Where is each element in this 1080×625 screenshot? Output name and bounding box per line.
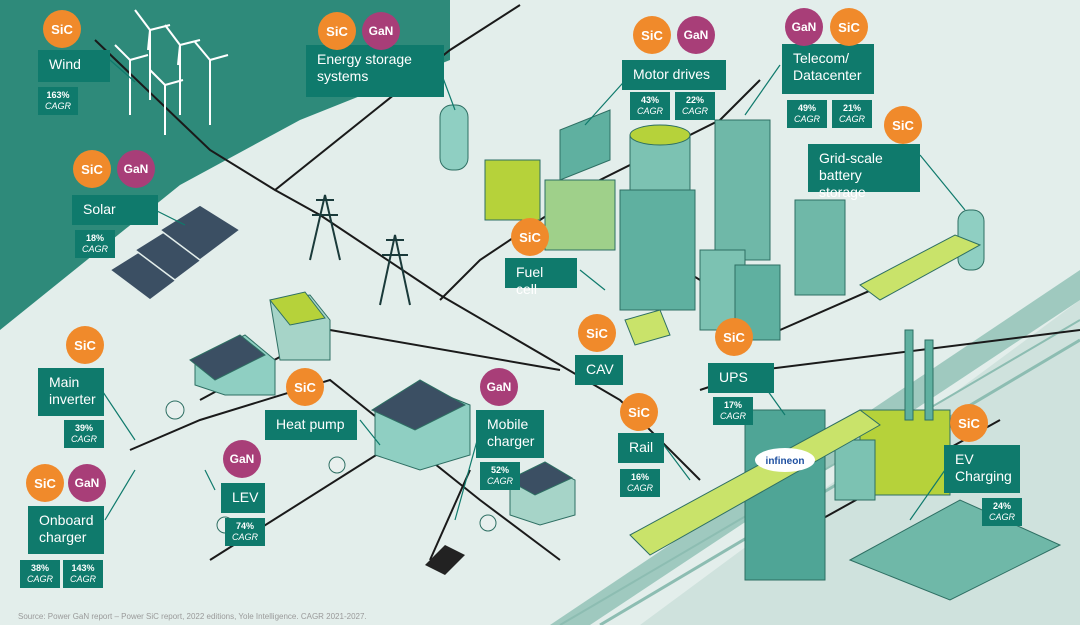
cagr-unit: CAGR <box>719 411 746 421</box>
cagr-unit: CAGR <box>486 476 513 486</box>
source-note: Source: Power GaN report – Power SiC rep… <box>18 612 367 621</box>
onboard-charger-cagr-box: 143%CAGR <box>63 560 103 588</box>
motor-drives-cagr-box: 43%CAGR <box>630 92 670 120</box>
cagr-unit: CAGR <box>626 483 653 493</box>
cagr-unit: CAGR <box>70 434 97 444</box>
energy-storage-gan-badge: GaN <box>362 12 400 50</box>
onboard-charger-gan-badge: GaN <box>68 464 106 502</box>
telecom-sic-badge: SiC <box>830 8 868 46</box>
ups-cagr-value: 17% <box>723 400 742 410</box>
cav-label: CAV <box>575 355 623 385</box>
energy-storage-label: Energy storage systems <box>306 45 444 97</box>
lev-label: LEV <box>221 483 265 513</box>
wind-cagr-box: 163%CAGR <box>38 87 78 115</box>
cagr-unit: CAGR <box>793 114 820 124</box>
motor-drives-cagr-value: 22% <box>685 95 704 105</box>
ups-label: UPS <box>708 363 774 393</box>
infineon-logo-text: infineon <box>766 456 805 467</box>
ups-cagr-box: 17%CAGR <box>713 397 753 425</box>
power-pylons <box>309 194 411 306</box>
mobile-charger-label: Mobile charger <box>476 410 544 458</box>
bus <box>624 309 671 346</box>
city-buildings <box>484 109 951 581</box>
motor-drives-gan-badge: GaN <box>677 16 715 54</box>
cagr-unit: CAGR <box>231 532 258 542</box>
telecom-cagr-value: 21% <box>842 103 861 113</box>
lev-gan-badge: GaN <box>223 440 261 478</box>
main-inverter-sic-badge: SiC <box>66 326 104 364</box>
infineon-logo <box>755 448 815 472</box>
lev-cagr-box: 74%CAGR <box>225 518 265 546</box>
solar-panels <box>108 204 242 301</box>
motor-drives-label: Motor drives <box>622 60 726 90</box>
solar-cagr-box: 18%CAGR <box>75 230 115 258</box>
cagr-unit: CAGR <box>69 574 96 584</box>
telecom-label: Telecom/ Datacenter <box>782 44 874 94</box>
onboard-charger-cagr-value: 143% <box>71 563 95 573</box>
onboard-charger-cagr-box: 38%CAGR <box>20 560 60 588</box>
wind-turbines <box>114 9 229 135</box>
wind-sic-badge: SiC <box>43 10 81 48</box>
grid-battery-label: Grid-scale battery storage <box>808 144 920 200</box>
onboard-charger-sic-badge: SiC <box>26 464 64 502</box>
ev-charging-sic-badge: SiC <box>950 404 988 442</box>
rail-cagr-box: 16%CAGR <box>620 469 660 497</box>
mobile-charger-gan-badge: GaN <box>480 368 518 406</box>
wind-cagr-value: 163% <box>46 90 70 100</box>
cagr-unit: CAGR <box>838 114 865 124</box>
wind-label: Wind <box>38 50 110 82</box>
rail-sic-badge: SiC <box>620 393 658 431</box>
rail-label: Rail <box>618 433 664 463</box>
storage-tank <box>439 104 469 171</box>
onboard-charger-label: Onboard charger <box>28 506 104 554</box>
heat-pump-sic-badge: SiC <box>286 368 324 406</box>
cagr-unit: CAGR <box>636 106 663 116</box>
solar-gan-badge: GaN <box>117 150 155 188</box>
cagr-unit: CAGR <box>26 574 53 584</box>
solar-label: Solar <box>72 195 158 225</box>
heat-pump-label: Heat pump <box>265 410 357 440</box>
cav-sic-badge: SiC <box>578 314 616 352</box>
mobile-charger-cagr-box: 52%CAGR <box>480 462 520 490</box>
tram <box>859 234 982 301</box>
laptop-icon <box>425 545 465 575</box>
onboard-charger-cagr-value: 38% <box>30 563 49 573</box>
main-inverter-label: Main inverter <box>38 368 104 416</box>
telecom-cagr-box: 49%CAGR <box>787 100 827 128</box>
ev-charging-cagr-value: 24% <box>992 501 1011 511</box>
houses <box>189 291 576 526</box>
fuel-cell-label: Fuel cell <box>505 258 577 297</box>
cagr-unit: CAGR <box>81 244 108 254</box>
main-inverter-cagr-box: 39%CAGR <box>64 420 104 448</box>
main-inverter-cagr-value: 39% <box>74 423 93 433</box>
cagr-unit: CAGR <box>988 512 1015 522</box>
fuel-cell-sic-badge: SiC <box>511 218 549 256</box>
motor-drives-cagr-box: 22%CAGR <box>675 92 715 120</box>
motor-drives-cagr-value: 43% <box>640 95 659 105</box>
motor-drives-sic-badge: SiC <box>633 16 671 54</box>
ev-charging-label: EV Charging <box>944 445 1020 493</box>
telecom-cagr-value: 49% <box>797 103 816 113</box>
ups-sic-badge: SiC <box>715 318 753 356</box>
energy-storage-sic-badge: SiC <box>318 12 356 50</box>
cagr-unit: CAGR <box>681 106 708 116</box>
solar-cagr-value: 18% <box>85 233 104 243</box>
mobile-charger-cagr-value: 52% <box>490 465 509 475</box>
telecom-gan-badge: GaN <box>785 8 823 46</box>
ev-charging-cagr-box: 24%CAGR <box>982 498 1022 526</box>
telecom-cagr-box: 21%CAGR <box>832 100 872 128</box>
grid-battery-sic-badge: SiC <box>884 106 922 144</box>
solar-sic-badge: SiC <box>73 150 111 188</box>
cagr-unit: CAGR <box>44 101 71 111</box>
lev-cagr-value: 74% <box>235 521 254 531</box>
rail-cagr-value: 16% <box>630 472 649 482</box>
